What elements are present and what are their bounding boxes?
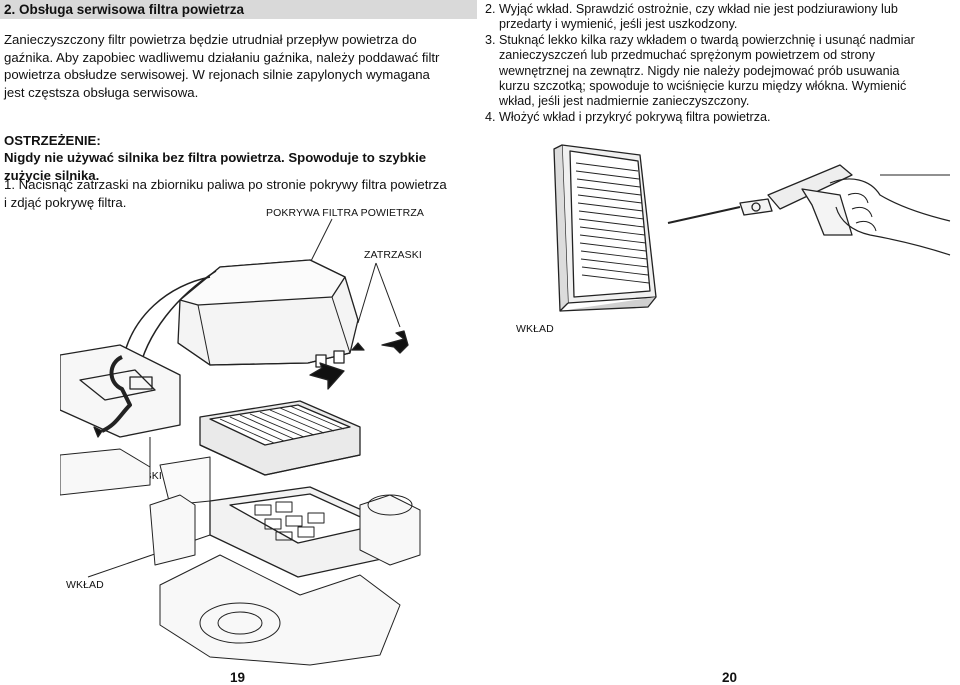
step-line: 2. Wyjąć wkład. Sprawdzić ostrożnie, czy… [485, 2, 898, 16]
filter-blowing-illustration [553, 144, 951, 312]
step-line: 3. Stuknąć lekko kilka razy wkładem o tw… [485, 32, 915, 47]
step-line: wewnętrznej na zewnątrz. Nigdy nie należ… [499, 63, 900, 78]
step-1-line: 1. Nacisnąć zatrzaski na zbiorniku paliw… [4, 177, 447, 192]
air-cleaner-exploded-illustration [60, 218, 421, 666]
step-line: zanieczyszczeń lub przedmuchać sprężonym… [499, 48, 875, 63]
intro-line: powietrza obsłudze serwisowej. W rejonac… [4, 67, 430, 82]
step-line: przedarty i wymienić, jeśli jest uszkodz… [499, 17, 738, 32]
intro-line: jest częstsza obsługa serwisowa. [4, 84, 199, 100]
warning-line: zużycie silnika. [4, 167, 100, 183]
intro-paragraph: Zanieczyszczony filtr powietrza będzie u… [4, 31, 474, 101]
step-line: kurzu szczotką; spowoduje to wciśnięcie … [499, 79, 907, 94]
step-1: 1. Nacisnąć zatrzaski na zbiorniku paliw… [4, 176, 474, 211]
page-number-left: 19 [230, 670, 246, 685]
intro-line: Zanieczyszczony filtr powietrza będzie u… [4, 32, 417, 47]
warning-title: OSTRZEŻENIE: [4, 133, 101, 148]
label-cover: POKRYWA FILTRA POWIETRZA [266, 207, 424, 219]
warning-line: Nigdy nie używać silnika bez filtra powi… [4, 150, 427, 165]
step-1-line: i zdjąć pokrywę filtra. [4, 194, 127, 210]
label-element-right: WKŁAD [516, 323, 554, 335]
section-title: 2. Obsługa serwisowa filtra powietrza [0, 0, 477, 19]
step-line: wkład, jeśli jest nadmiernie zanieczyszc… [499, 94, 750, 109]
label-element-left: WKŁAD [66, 579, 104, 591]
steps-right: 2. Wyjąć wkład. Sprawdzić ostrożnie, czy… [485, 2, 955, 125]
warning-body: Nigdy nie używać silnika bez filtra powi… [4, 129, 474, 184]
label-latches-top: ZATRZASKI [364, 249, 422, 261]
intro-line: gaźnika. Aby zapobiec wadliwemu działani… [4, 49, 440, 65]
step-line: 4. Włożyć wkład i przykryć pokrywą filtr… [485, 109, 771, 124]
page-number-right: 20 [722, 670, 738, 685]
